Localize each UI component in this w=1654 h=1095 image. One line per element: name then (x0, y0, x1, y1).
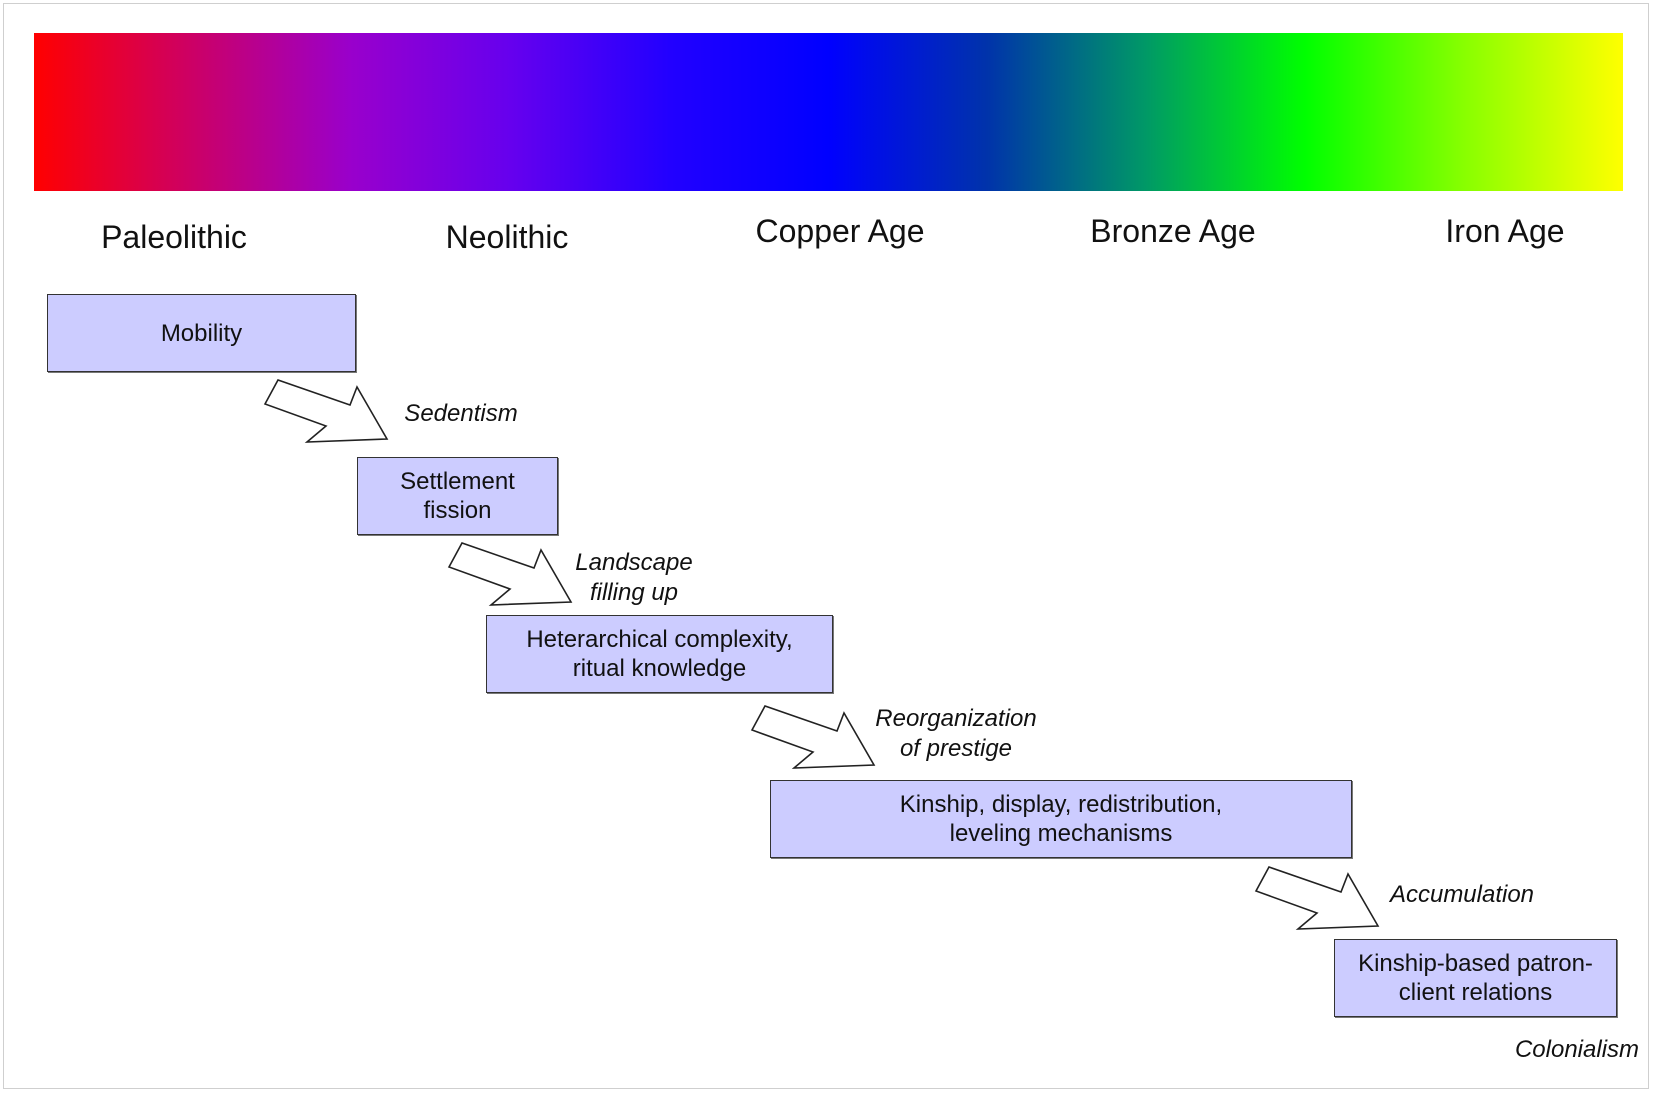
transition-label-accumulation: Accumulation (1389, 881, 1535, 908)
stage-box-heterarchical-complexity: Heterarchical complexity, ritual knowled… (486, 615, 833, 693)
stage-label-kinship-display: Kinship, display, redistribution, leveli… (899, 791, 1223, 847)
stage-box-mobility: Mobility (47, 294, 356, 372)
stage-label-heterarchical-complexity: Heterarchical complexity, ritual knowled… (526, 626, 793, 682)
period-label-bronze-age: Bronze Age (1090, 213, 1256, 249)
period-label-neolithic: Neolithic (445, 219, 569, 255)
transition-arrow-2 (447, 542, 573, 606)
transition-arrow-1 (263, 379, 389, 443)
stage-label-settlement-fission: Settlement fission (400, 468, 515, 524)
transition-label-sedentism: Sedentism (404, 400, 518, 427)
stage-label-mobility: Mobility (160, 319, 243, 347)
transition-arrow-4 (1254, 866, 1380, 930)
transition-label-colonialism: Colonialism (1514, 1036, 1640, 1063)
stage-box-kinship-display: Kinship, display, redistribution, leveli… (770, 780, 1352, 858)
stage-box-settlement-fission: Settlement fission (357, 457, 558, 535)
stage-label-patron-client: Kinship-based patron- client relations (1358, 950, 1593, 1006)
transition-label-landscape-filling-up: Landscape filling up (575, 549, 693, 606)
period-label-paleolithic: Paleolithic (101, 219, 247, 255)
chronology-color-bar (34, 33, 1623, 191)
stage-box-patron-client: Kinship-based patron- client relations (1334, 939, 1617, 1017)
transition-label-reorganization-of-prestige: Reorganization of prestige (875, 705, 1037, 762)
period-label-copper-age: Copper Age (755, 213, 925, 249)
period-label-iron-age: Iron Age (1445, 213, 1565, 249)
transition-arrow-3 (750, 705, 876, 769)
